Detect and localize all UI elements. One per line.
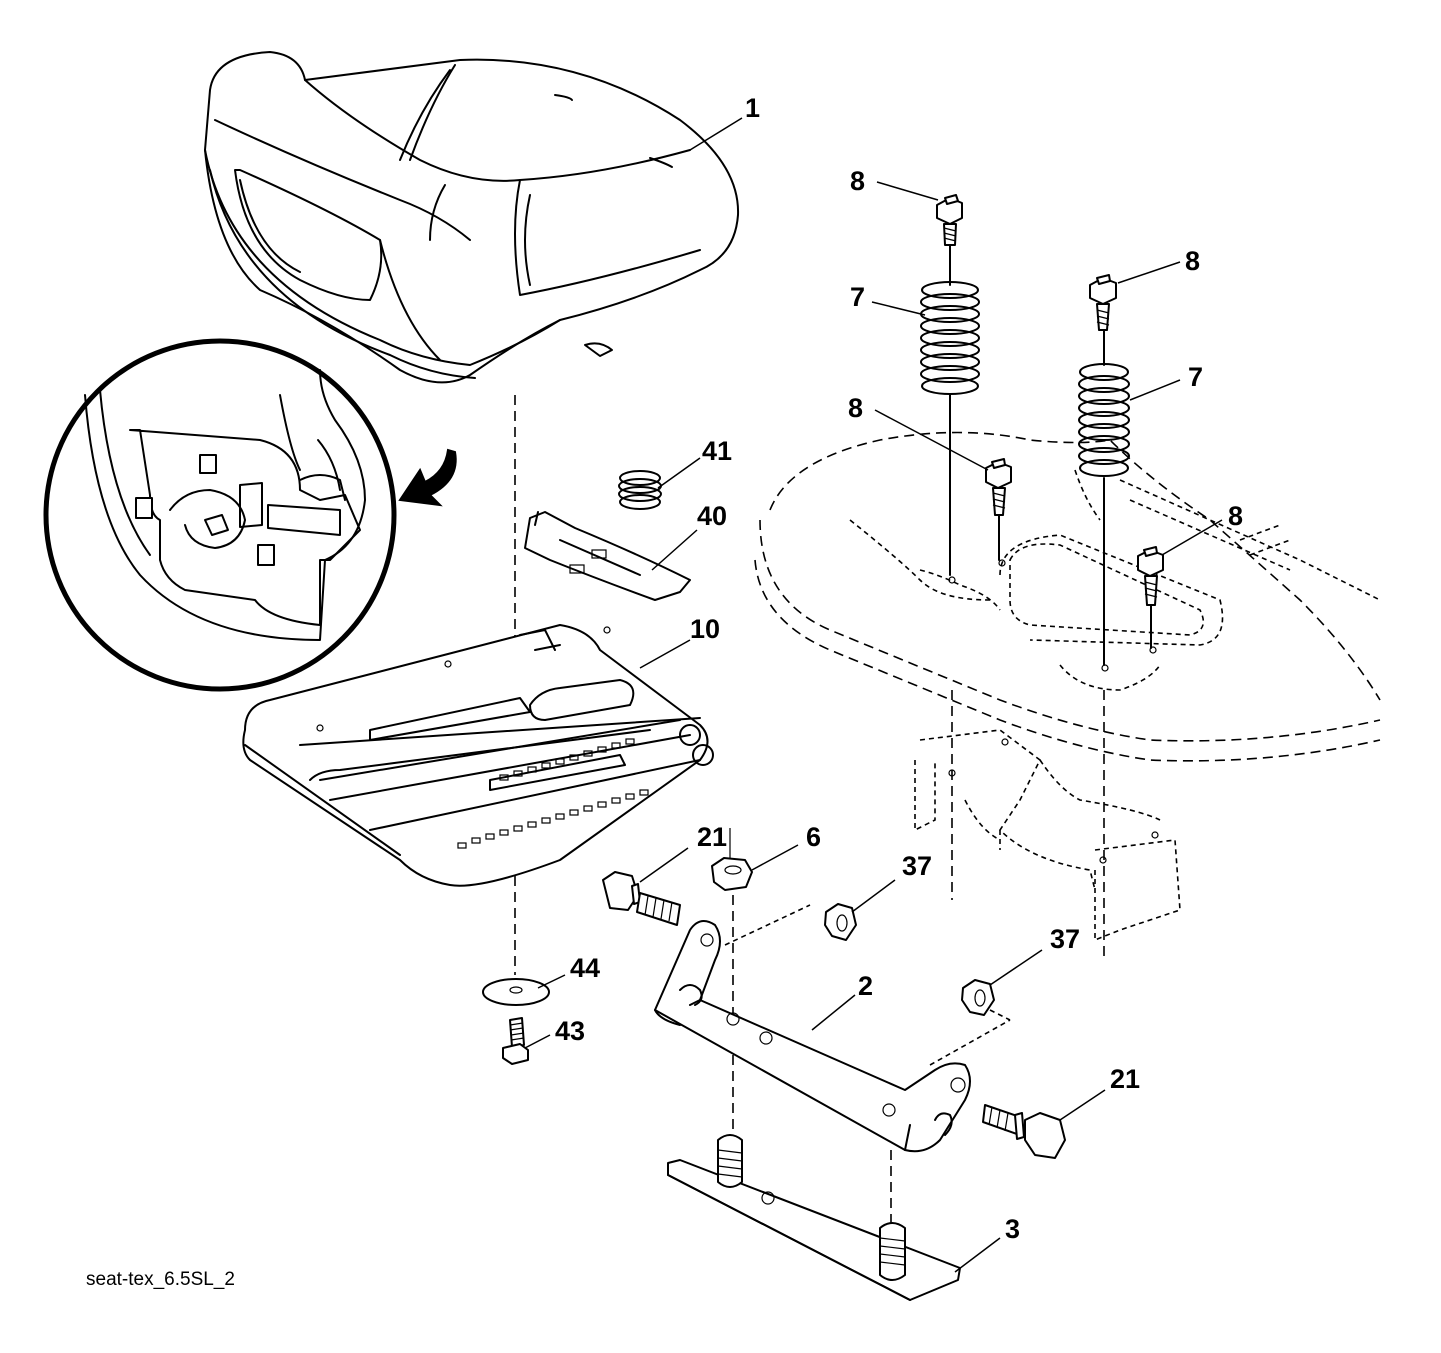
diagram-caption: seat-tex_6.5SL_2 xyxy=(86,1269,235,1290)
callout-41: 41 xyxy=(702,436,732,466)
callout-10: 10 xyxy=(690,614,720,644)
callout-37: 37 xyxy=(902,851,932,881)
callout-7: 7 xyxy=(1188,362,1203,392)
bolt-part-8-b xyxy=(1089,274,1117,366)
bolt-part-8-d xyxy=(1137,546,1164,649)
leader-lines xyxy=(524,117,1223,1273)
bracket-part-2 xyxy=(654,920,971,1225)
callout-8: 8 xyxy=(1185,246,1200,276)
bolt-part-21-b xyxy=(982,1104,1066,1159)
callout-8: 8 xyxy=(850,166,865,196)
callout-6: 6 xyxy=(806,822,821,852)
callout-37: 37 xyxy=(1050,924,1080,954)
seat-part-1 xyxy=(204,51,740,384)
clip-part-40 xyxy=(524,511,691,601)
callout-8: 8 xyxy=(1228,501,1243,531)
callout-21: 21 xyxy=(1110,1064,1140,1094)
callout-3: 3 xyxy=(1005,1214,1020,1244)
callout-40: 40 xyxy=(697,501,727,531)
nut-part-37-a xyxy=(724,903,857,946)
bolt-part-8-a xyxy=(936,194,963,286)
callout-8: 8 xyxy=(848,393,863,423)
detail-inset xyxy=(43,338,457,692)
callout-44: 44 xyxy=(570,953,600,983)
frame-reference xyxy=(754,431,1381,960)
bolt-part-8-c xyxy=(985,458,1012,561)
nut-part-6 xyxy=(711,828,753,1150)
spring-part-41 xyxy=(618,470,662,510)
washer-part-44 xyxy=(482,978,550,1006)
nut-part-37-b xyxy=(929,979,1011,1066)
callout-7: 7 xyxy=(850,282,865,312)
callout-1: 1 xyxy=(745,93,760,123)
callout-21: 21 xyxy=(697,822,727,852)
bolt-part-43 xyxy=(502,1017,529,1065)
spring-part-7-b xyxy=(1078,363,1130,666)
spring-part-7-a xyxy=(920,281,980,576)
plate-part-3 xyxy=(667,1134,961,1301)
callout-43: 43 xyxy=(555,1016,585,1046)
bolt-part-21-a xyxy=(602,871,681,926)
callout-numbers: 1 8 8 7 7 8 8 41 40 10 21 6 37 37 44 2 4… xyxy=(555,93,1243,1244)
callout-2: 2 xyxy=(858,971,873,1001)
seat-pan-part-10 xyxy=(242,624,714,887)
